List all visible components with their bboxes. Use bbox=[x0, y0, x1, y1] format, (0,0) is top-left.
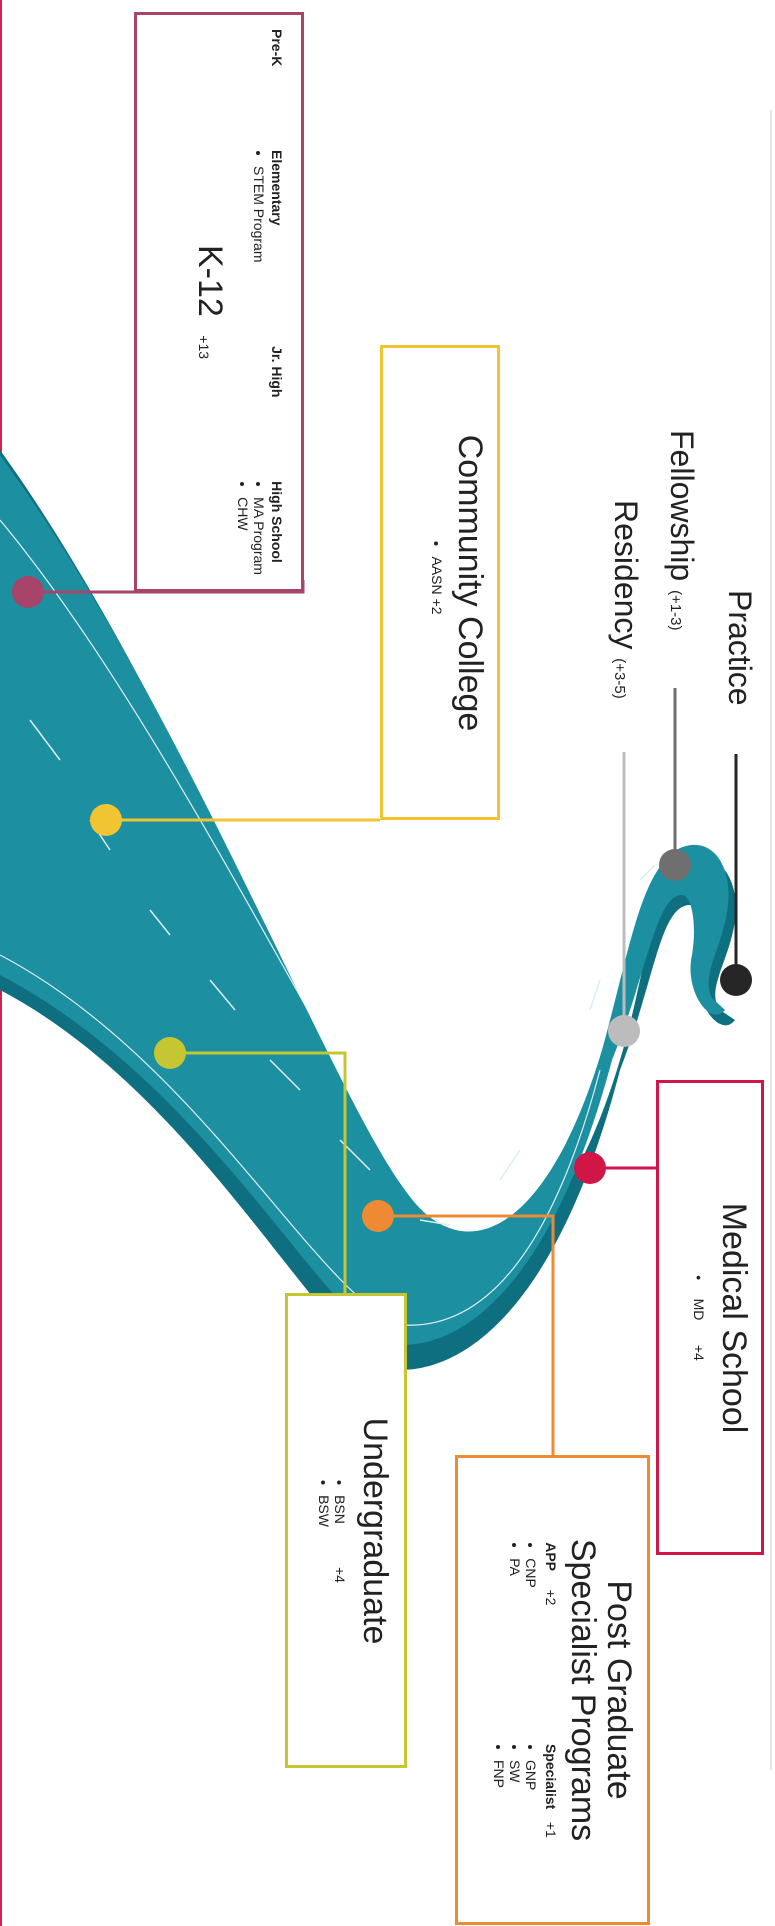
practice-label: Practice bbox=[722, 590, 758, 706]
specialist-item: GNP bbox=[522, 1760, 538, 1838]
high-school-item: MA Program bbox=[251, 497, 267, 575]
residency-years: (+3-5) bbox=[611, 658, 628, 699]
grade-jr-high: Jr. High bbox=[269, 346, 285, 398]
medical-school-bullet: • bbox=[691, 1274, 708, 1280]
medical-school-title: Medical School bbox=[715, 1202, 753, 1433]
lane-dashes bbox=[29, 719, 656, 1226]
app-item: PA bbox=[506, 1558, 522, 1605]
community-college-box: Community College AASN +2 bbox=[380, 345, 500, 820]
community-college-title: Community College bbox=[451, 434, 489, 731]
k12-title: K-12 bbox=[191, 244, 229, 317]
grade-high-school: High School bbox=[269, 481, 285, 563]
app-label: APP bbox=[542, 1542, 559, 1572]
specialist-item: SW bbox=[506, 1760, 522, 1838]
high-school-item: CHW bbox=[235, 497, 251, 575]
k12-years: +13 bbox=[196, 335, 212, 360]
post-graduate-title-line1: Post Graduate bbox=[599, 1580, 638, 1800]
lane-line-left bbox=[0, 519, 591, 1197]
medical-school-degree: MD bbox=[691, 1298, 708, 1320]
app-item: CNP bbox=[522, 1558, 538, 1605]
specialist-years: +1 bbox=[542, 1821, 559, 1838]
post-graduate-box: Post Graduate Specialist Programs APP +2… bbox=[455, 1455, 650, 1925]
community-college-dot bbox=[90, 804, 122, 836]
undergraduate-years: +4 bbox=[332, 1566, 349, 1583]
community-college-item: AASN +2 bbox=[429, 556, 445, 805]
specialist-item: FNP bbox=[490, 1760, 506, 1838]
fellowship-label: Fellowship (+1-3) bbox=[664, 430, 700, 631]
undergraduate-box: Undergraduate BSN BSW +4 bbox=[285, 1293, 407, 1768]
undergraduate-dot bbox=[154, 1037, 186, 1069]
medical-school-years: +4 bbox=[691, 1344, 708, 1361]
post-graduate-dot bbox=[362, 1200, 394, 1232]
post-graduate-title-line2: Specialist Programs bbox=[563, 1538, 602, 1842]
undergraduate-title: Undergraduate bbox=[356, 1417, 394, 1644]
fellowship-years: (+1-3) bbox=[667, 590, 684, 631]
undergraduate-item: BSN bbox=[332, 1495, 348, 1527]
medical-school-dot bbox=[574, 1152, 606, 1184]
k12-dot bbox=[12, 576, 44, 608]
post-graduate-connector bbox=[378, 1214, 555, 1455]
specialist-label: Specialist bbox=[542, 1743, 559, 1810]
undergraduate-item: BSW bbox=[316, 1495, 332, 1527]
grade-elementary: Elementary bbox=[269, 150, 285, 226]
road-body bbox=[0, 455, 729, 1345]
road-shadow bbox=[0, 450, 736, 1370]
elementary-item: STEM Program bbox=[251, 166, 267, 262]
fellowship-dot bbox=[659, 849, 691, 881]
undergraduate-connector bbox=[170, 1051, 347, 1293]
grade-pre-k: Pre-K bbox=[269, 29, 285, 67]
medical-school-box: Medical School • MD +4 bbox=[656, 1080, 764, 1555]
practice-dot bbox=[720, 964, 752, 996]
k12-box: Pre-K Elementary STEM Program Jr. High H… bbox=[134, 12, 304, 592]
residency-label: Residency (+3-5) bbox=[608, 500, 644, 699]
residency-dot bbox=[608, 1015, 640, 1047]
app-years: +2 bbox=[542, 1589, 559, 1606]
